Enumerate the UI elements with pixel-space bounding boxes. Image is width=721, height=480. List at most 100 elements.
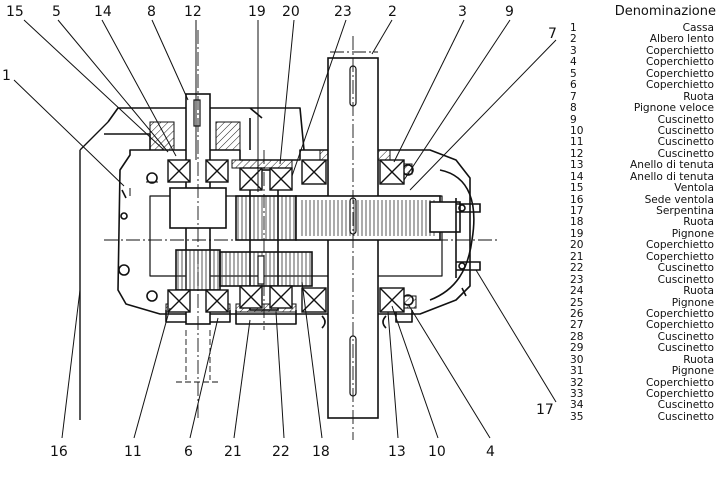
legend-item-number: 22 — [570, 262, 584, 275]
legend-item: 24 Ruota — [568, 285, 718, 298]
legend-item-number: 6 — [570, 79, 577, 92]
legend-item-name: Pignone — [671, 365, 714, 378]
legend-item-name: Coperchietto — [645, 56, 714, 69]
legend-item-name: Sede ventola — [644, 193, 714, 206]
legend-item: 21 Coperchietto — [568, 250, 718, 263]
legend-item-name: Coperchietto — [645, 44, 714, 57]
legend-item: 4 Coperchietto — [568, 56, 718, 69]
bearing-11 — [167, 289, 191, 313]
legend-item-number: 7 — [570, 90, 577, 103]
legend-item-number: 3 — [570, 44, 577, 57]
legend-item: 22 Cuscinetto — [568, 262, 718, 275]
legend-item: 35 Cuscinetto — [568, 410, 718, 423]
legend-item: 7 Ruota — [568, 90, 718, 103]
legend-item-name: Coperchietto — [645, 79, 714, 92]
legend-item-name: Coperchietto — [645, 319, 714, 332]
bolt — [146, 290, 158, 302]
legend-item-name: Cuscinetto — [657, 113, 714, 126]
legend-item-number: 34 — [570, 399, 584, 412]
legend-item-name: Pignone — [671, 227, 714, 240]
callout-23: 23 — [334, 4, 352, 20]
legend-item-name: Ruota — [683, 353, 714, 366]
legend-item: 31 Pignone — [568, 365, 718, 378]
legend-item-name: Cuscinetto — [657, 410, 714, 423]
legend-item-number: 9 — [570, 113, 577, 126]
legend-item-name: Coperchietto — [645, 67, 714, 80]
seal-13 — [321, 315, 326, 329]
legend-item-name: Cuscinetto — [657, 262, 714, 275]
bearing-23b — [269, 167, 293, 191]
legend-item-number: 28 — [570, 330, 584, 343]
gearbox-section-drawing: 15 5 14 8 12 19 20 23 2 3 9 1 7 17 16 11… — [2, 4, 557, 460]
legend-item-number: 4 — [570, 56, 577, 69]
legend-item: 12 Cuscinetto — [568, 147, 718, 160]
callout-13: 13 — [388, 444, 406, 460]
legend-item-number: 13 — [570, 159, 584, 172]
legend-item-number: 19 — [570, 227, 584, 240]
legend-item-number: 24 — [570, 285, 584, 298]
bearing-9b — [379, 159, 405, 185]
legend-item-name: Coperchietto — [645, 250, 714, 263]
legend-item-name: Cuscinetto — [657, 399, 714, 412]
legend-item: 6 Coperchietto — [568, 79, 718, 92]
end-cap-bottom-21 — [235, 310, 297, 325]
bearing-9 — [301, 159, 327, 185]
legend-item-number: 33 — [570, 388, 584, 400]
legend-item: 19 Pignone — [568, 227, 718, 240]
legend-item: 3 Coperchietto — [568, 44, 718, 57]
callout-15: 15 — [6, 4, 24, 20]
callout-1: 1 — [2, 68, 11, 84]
legend-item: 9 Cuscinetto — [568, 113, 718, 126]
callout-2: 2 — [388, 4, 397, 20]
legend-item-name: Ventola — [674, 182, 714, 195]
legend-item-number: 35 — [570, 410, 584, 423]
callout-12: 12 — [184, 4, 202, 20]
legend-item-name: Ruota — [683, 90, 714, 103]
legend-item-name: Pignone — [671, 296, 714, 309]
legend-item-number: 18 — [570, 216, 584, 229]
legend-item-number: 15 — [570, 182, 584, 195]
legend-item: 30 Ruota — [568, 353, 718, 366]
cap-top-20-hatch — [231, 159, 293, 169]
callout-21: 21 — [224, 444, 242, 460]
bearing-12b — [205, 159, 229, 183]
legend-item-name: Ruota — [683, 285, 714, 298]
legend-item-name: Coperchietto — [645, 376, 714, 389]
legend-item-number: 12 — [570, 147, 584, 160]
legend-item-number: 32 — [570, 376, 584, 389]
legend-item-name: Cuscinetto — [657, 136, 714, 149]
legend-item-number: 30 — [570, 353, 584, 366]
callout-9: 9 — [505, 4, 514, 20]
callout-5: 5 — [52, 4, 61, 20]
legend-item-number: 16 — [570, 193, 584, 206]
legend-item: 27 Coperchietto — [568, 319, 718, 332]
callout-3: 3 — [458, 4, 467, 20]
legend-item-number: 14 — [570, 170, 584, 183]
bearing-12 — [167, 159, 191, 183]
legend-item: 34 Cuscinetto — [568, 399, 718, 412]
legend-item-number: 10 — [570, 124, 584, 137]
legend-item-name: Cuscinetto — [657, 124, 714, 137]
bolt — [146, 172, 158, 184]
legend-item-number: 31 — [570, 365, 584, 378]
legend-item-number: 25 — [570, 296, 584, 309]
output-shaft-right — [429, 201, 461, 233]
legend-item-name: Cuscinetto — [657, 147, 714, 160]
legend-item-name: Anello di tenuta — [630, 159, 714, 172]
legend-item-number: 27 — [570, 319, 584, 332]
fan-seat — [79, 121, 109, 420]
legend-item-name: Coperchietto — [645, 307, 714, 320]
legend-item-name: Pignone veloce — [633, 102, 714, 115]
bearing-10 — [301, 287, 327, 313]
legend-item-name: Serpentina — [656, 205, 714, 217]
fan-cover — [107, 107, 305, 151]
callout-22: 22 — [272, 444, 290, 460]
legend-item-number: 2 — [570, 33, 577, 46]
legend-item-number: 21 — [570, 250, 584, 263]
bearing-23 — [239, 167, 263, 191]
